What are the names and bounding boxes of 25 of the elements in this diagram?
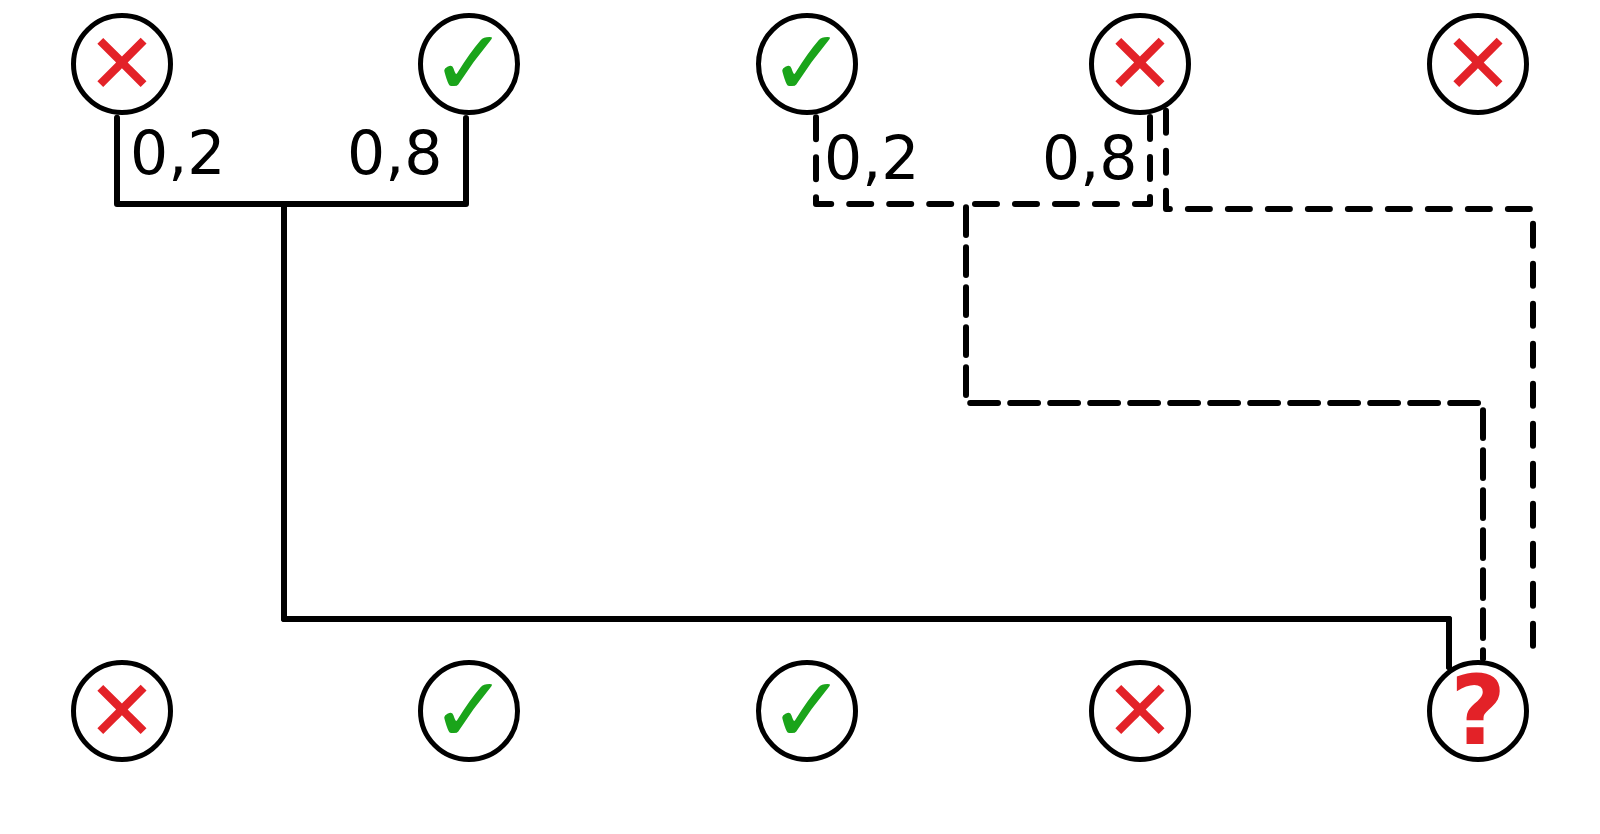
check-mark: ✓ bbox=[768, 18, 846, 110]
dashed-connector bbox=[963, 114, 1486, 662]
edge-label: 0,2 bbox=[130, 123, 226, 183]
cross-mark: ✕ bbox=[86, 669, 158, 753]
result-circle bbox=[1427, 13, 1529, 115]
edge-label: 0,8 bbox=[347, 123, 443, 183]
check-mark: ✓ bbox=[430, 665, 508, 757]
check-mark: ✓ bbox=[768, 665, 846, 757]
result-circle bbox=[1089, 13, 1191, 115]
cross-mark: ✕ bbox=[86, 22, 158, 106]
cross-mark: ✕ bbox=[1442, 22, 1514, 106]
result-circle bbox=[418, 660, 520, 762]
result-circle bbox=[71, 13, 173, 115]
result-circle bbox=[71, 660, 173, 762]
result-circle bbox=[756, 13, 858, 115]
edge-label: 0,2 bbox=[824, 128, 920, 188]
check-mark: ✓ bbox=[430, 18, 508, 110]
cross-mark: ✕ bbox=[1104, 22, 1176, 106]
result-circle bbox=[1089, 660, 1191, 762]
edge-label: 0,8 bbox=[1042, 128, 1138, 188]
cross-mark: ✕ bbox=[1104, 669, 1176, 753]
question-mark: ? bbox=[1450, 663, 1506, 759]
result-circle bbox=[756, 660, 858, 762]
result-circle bbox=[418, 13, 520, 115]
result-circle bbox=[1427, 660, 1529, 762]
